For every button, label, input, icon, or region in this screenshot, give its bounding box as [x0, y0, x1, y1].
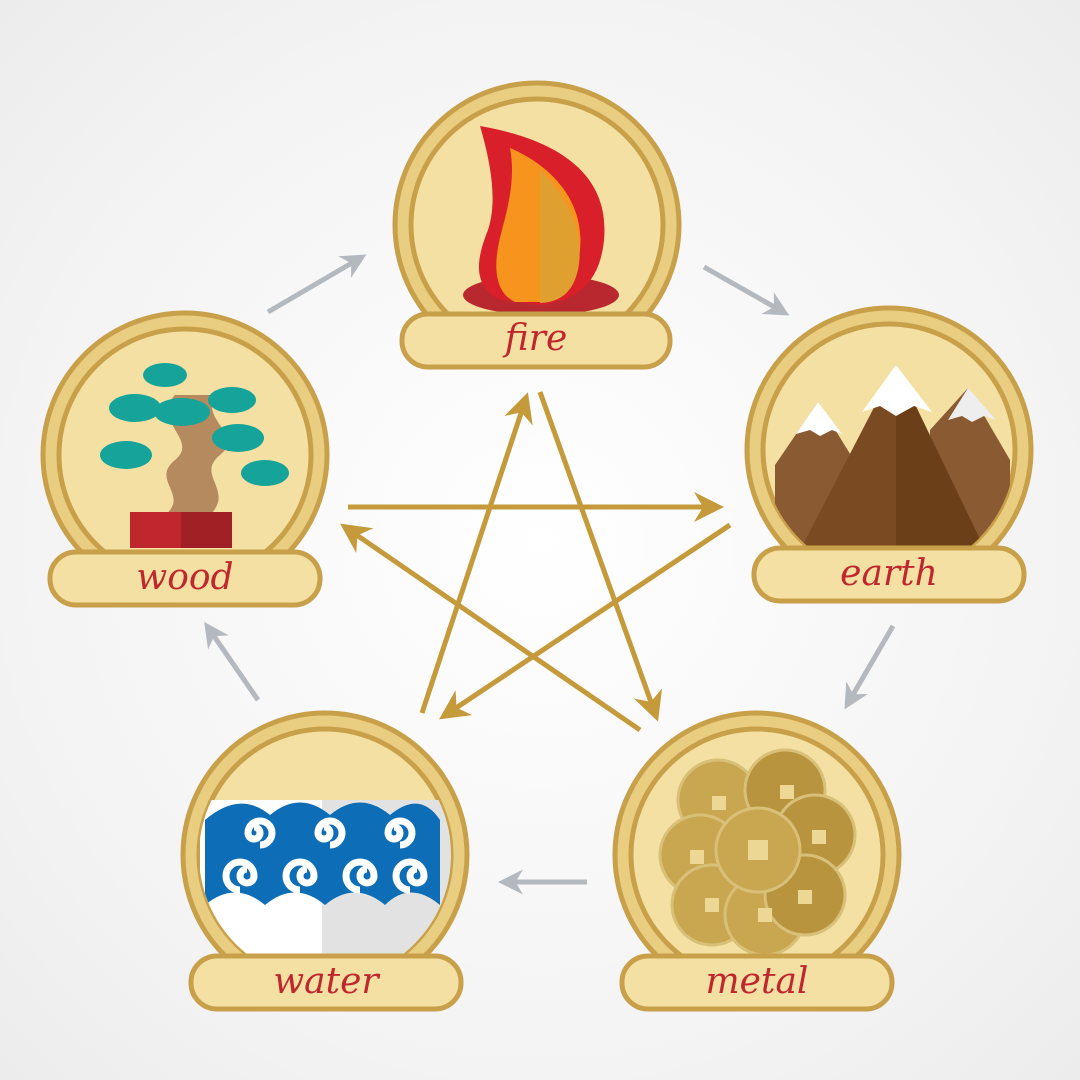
- element-water[interactable]: water: [180, 710, 470, 1012]
- mountain-icon: [775, 365, 1010, 560]
- arrow-wood-to-fire: [266, 254, 367, 315]
- label-wood: wood: [136, 557, 233, 598]
- arrow-earth-to-water: [439, 522, 732, 720]
- element-fire[interactable]: fire: [392, 80, 682, 370]
- arrow-fire-to-metal: [537, 391, 663, 722]
- label-metal: metal: [706, 961, 809, 1002]
- label-earth: earth: [840, 553, 938, 594]
- waves-icon: [200, 800, 451, 960]
- arrow-metal-to-wood: [340, 523, 642, 733]
- bonsai-tree-icon: [100, 363, 289, 548]
- flame-icon: [463, 126, 619, 315]
- label-water: water: [273, 961, 380, 1002]
- generating-cycle-arrows: [204, 254, 896, 895]
- coins-icon: [658, 748, 857, 957]
- element-wood[interactable]: wood: [40, 310, 330, 608]
- arrow-water-to-wood: [204, 621, 261, 702]
- label-fire: fire: [502, 318, 568, 359]
- arrow-fire-to-earth: [702, 264, 790, 316]
- element-metal[interactable]: metal: [612, 710, 902, 1012]
- arrow-water-to-fire: [419, 392, 533, 714]
- overcoming-star-arrows: [340, 391, 732, 733]
- arrow-earth-to-metal: [844, 624, 896, 710]
- element-earth[interactable]: earth: [744, 305, 1034, 604]
